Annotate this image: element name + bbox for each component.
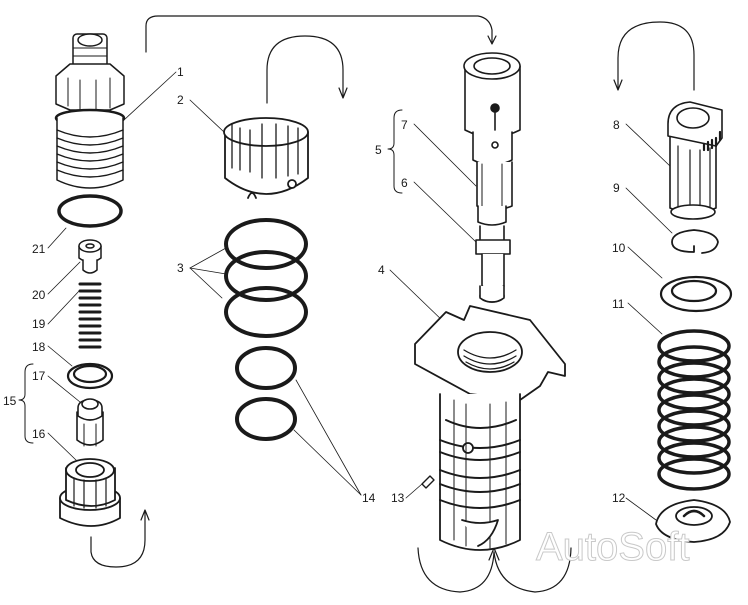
leader-lines [47,71,673,521]
part-barrel-flange [414,305,566,551]
arrow-top-long-head [487,35,497,45]
callout-4: 4 [378,263,385,277]
part-snap-ring [671,229,719,254]
callout-5: 5 [375,143,382,157]
callout-18: 18 [32,340,46,354]
callout-20: 20 [32,288,46,302]
part-control-sleeve [223,117,309,199]
callout-14: 14 [362,491,376,505]
callout-21: 21 [32,242,46,256]
callout-8: 8 [613,118,620,132]
part-lower-spring-seat [655,499,731,543]
part-delivery-valve-holder [54,33,126,189]
part-valve-seat [59,458,121,527]
part-plunger-spring [657,329,731,491]
arrow-valve-seat-head [140,509,150,521]
callout-11: 11 [612,297,625,311]
callout-13: 13 [391,491,405,505]
callout-10: 10 [612,241,626,255]
part-valve-spring [78,282,102,349]
arrow-bottom-right [493,547,572,593]
watermark: AutoSoft [535,525,690,570]
arrow-sleeve-head [338,87,348,99]
callout-7: 7 [401,118,408,132]
part-pin [421,475,435,489]
brace-5 [387,109,403,194]
callout-17: 17 [32,369,46,383]
part-o-ring-21 [57,194,123,228]
arrow-sleeve [266,35,344,104]
callout-12: 12 [612,491,626,505]
part-control-gear-sleeve [667,101,723,220]
callout-15: 15 [3,394,17,408]
callout-2: 2 [177,93,184,107]
arrow-gear-head [613,79,623,91]
arrow-gear [617,21,695,91]
brace-15 [18,363,34,444]
callout-16: 16 [32,427,46,441]
part-upper-spring-seat [659,275,733,313]
part-plunger [475,225,511,303]
callout-3: 3 [177,261,184,275]
part-delivery-valve [76,398,104,447]
callout-9: 9 [613,181,620,195]
arrow-valve-seat [90,510,146,568]
arrow-top-long [145,15,493,53]
part-volume-reducer [78,239,102,274]
part-o-rings-upper [224,218,308,338]
part-o-rings-lower [235,346,297,441]
callout-1: 1 [177,65,184,79]
part-barrel [463,52,521,226]
callout-6: 6 [401,176,408,190]
callout-19: 19 [32,317,46,331]
assembly-arrows [90,15,695,593]
part-gasket [66,362,114,390]
arrow-bottom-left [417,547,495,593]
